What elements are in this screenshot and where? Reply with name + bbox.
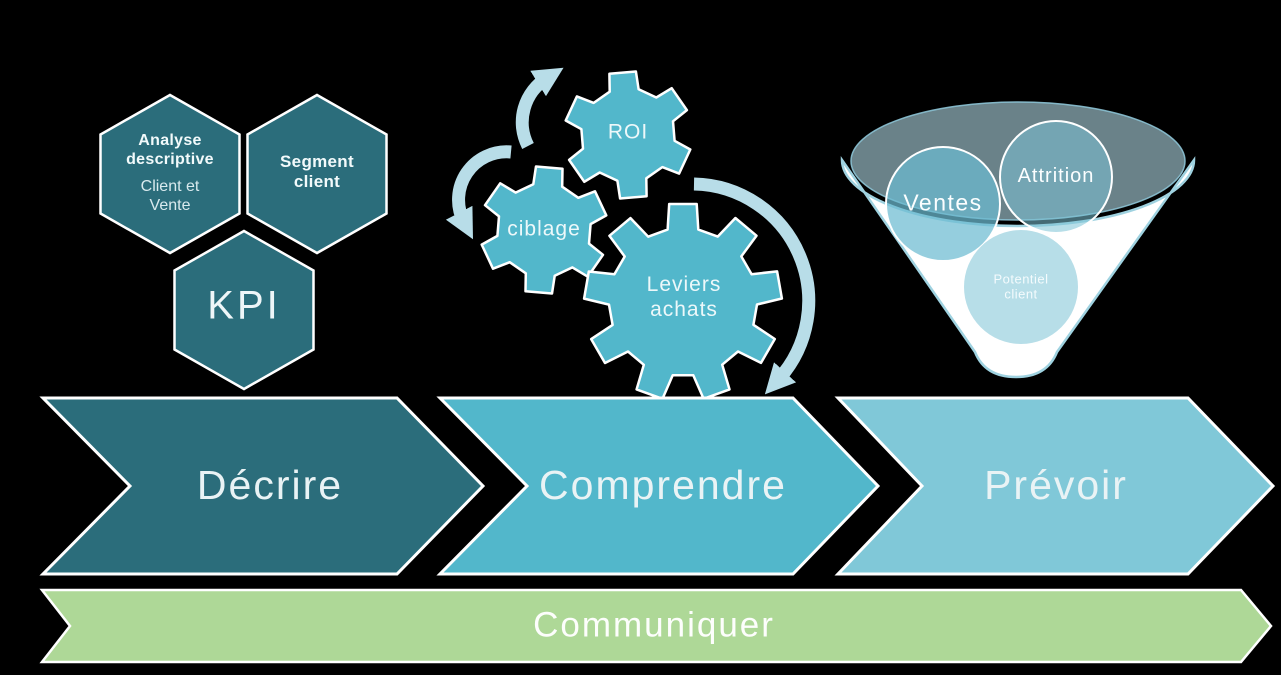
banner-arrow-communiquer xyxy=(39,588,1273,664)
funnel-circle-attrition xyxy=(999,120,1113,234)
gear-ciblage-icon xyxy=(480,165,608,295)
gear-roi-icon xyxy=(564,70,692,200)
cycle-arrow-left-icon xyxy=(445,145,512,240)
gear-leviers-icon xyxy=(582,202,784,401)
step-chevron-decrire xyxy=(39,396,486,576)
step-chevron-prevoir xyxy=(834,396,1276,576)
hexagon-analyse xyxy=(99,93,241,255)
funnel-circle-potentiel xyxy=(964,230,1078,344)
cycle-arrow-top-icon xyxy=(515,67,564,149)
cycle-arrow-right-icon xyxy=(693,177,816,395)
hexagon-segment xyxy=(246,93,388,255)
hexagon-kpi xyxy=(173,229,315,391)
funnel-circle-ventes xyxy=(885,146,1001,262)
step-chevron-comprendre xyxy=(436,396,881,576)
